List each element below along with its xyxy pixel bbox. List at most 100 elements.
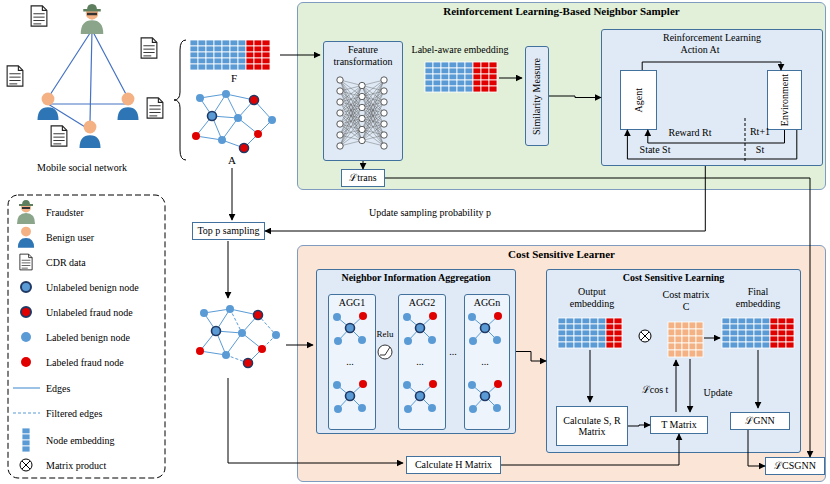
embedding-cell xyxy=(238,64,246,70)
legend-symbols xyxy=(22,461,30,469)
embedding-cell xyxy=(778,342,786,348)
embedding-cell xyxy=(238,40,246,46)
embedding-cell xyxy=(481,80,489,86)
embedding-cell xyxy=(696,343,703,350)
graph-edge xyxy=(230,309,258,315)
embedding-cell xyxy=(190,52,198,58)
embedding-cell xyxy=(489,62,497,68)
process-box: T Matrix xyxy=(650,416,708,434)
embedding-cell xyxy=(682,336,689,343)
graph-node xyxy=(222,90,230,98)
graph-node xyxy=(416,324,425,333)
embedding-cell xyxy=(770,336,778,342)
neuron xyxy=(337,110,343,116)
neural-link xyxy=(340,119,362,125)
signal-label: Rt+1 xyxy=(750,126,770,138)
embedding-cell xyxy=(590,318,598,324)
embedding-cell xyxy=(668,343,675,350)
embedding-cell xyxy=(754,324,762,330)
neuron xyxy=(381,99,387,105)
graph-edge xyxy=(204,309,230,313)
embedding-cell xyxy=(246,52,254,58)
embedding-cell xyxy=(262,46,270,52)
embedding-cell xyxy=(489,68,497,74)
embedding-cell xyxy=(449,80,457,86)
neural-link xyxy=(362,108,384,125)
embedding-cell xyxy=(246,64,254,70)
neural-link xyxy=(340,124,362,130)
graph-node xyxy=(359,312,367,320)
embedding-cell xyxy=(668,329,675,336)
embedding-cell xyxy=(746,330,754,336)
connector xyxy=(628,425,650,426)
graph-edge xyxy=(472,317,485,328)
embedding-cell xyxy=(614,324,622,330)
embedding-cell xyxy=(722,318,730,324)
embedding-cell xyxy=(730,342,738,348)
embedding-cell xyxy=(457,74,465,80)
embedding-cell xyxy=(449,62,457,68)
legend-frame xyxy=(8,195,165,478)
embedding-cell xyxy=(481,74,489,80)
graph-edge xyxy=(473,328,485,341)
embedding-cell xyxy=(682,322,689,329)
neural-link xyxy=(362,86,384,136)
embedding-cell xyxy=(465,62,473,68)
node-text: AGGn xyxy=(474,297,501,309)
graph-edge xyxy=(196,136,222,140)
neural-link xyxy=(340,97,362,125)
legend-text: CDR data xyxy=(46,257,86,268)
embedding-cell xyxy=(778,318,786,324)
neural-link xyxy=(340,80,362,119)
embedding-cell xyxy=(22,440,30,446)
graph-node xyxy=(428,404,436,412)
embedding-cell xyxy=(590,330,598,336)
neural-link xyxy=(362,119,384,147)
wires xyxy=(745,118,746,162)
embedding-cell xyxy=(574,318,582,324)
graph-edge xyxy=(200,331,216,351)
neural-link xyxy=(362,102,384,141)
embedding-cell xyxy=(675,350,682,357)
legend-text: Filtered edges xyxy=(46,408,102,419)
node-text: T Matrix xyxy=(661,419,697,431)
neural-link xyxy=(340,86,362,92)
graph-edge xyxy=(216,331,226,355)
embedding-cell xyxy=(473,68,481,74)
module-box: Neighbor Information AggregationAGG1AGG2… xyxy=(316,269,516,434)
social-network xyxy=(31,6,47,26)
graph-node xyxy=(234,114,242,122)
graph-edge xyxy=(258,120,272,134)
wires xyxy=(286,345,313,346)
embedding-cell xyxy=(246,40,254,46)
graph-edge xyxy=(485,316,498,328)
embedding-cell xyxy=(222,52,230,58)
embedding-cell xyxy=(614,342,622,348)
embedding-cell xyxy=(190,58,198,64)
embedding-cell xyxy=(246,46,254,52)
edge-label: State St xyxy=(638,144,673,156)
ellipsis: ... xyxy=(416,356,424,368)
legend-symbols xyxy=(21,282,31,292)
neural-link xyxy=(362,97,384,103)
neural-link xyxy=(340,80,362,130)
annotation: Output embedding xyxy=(562,286,622,309)
neuron xyxy=(359,82,365,88)
node-text: ℒCSGNN xyxy=(774,460,816,472)
graph-node xyxy=(196,347,204,355)
embedding-cell xyxy=(214,46,222,52)
graph-edge xyxy=(337,385,350,396)
embedding-cell xyxy=(762,342,770,348)
embedding-cell xyxy=(441,74,449,80)
legend-text: Benign user xyxy=(46,232,94,243)
graph-node xyxy=(208,112,217,121)
module-box: Feature transformation xyxy=(323,41,403,161)
graph-edge xyxy=(212,94,226,116)
social-network xyxy=(81,4,104,34)
neural-link xyxy=(340,130,362,147)
embedding-cell xyxy=(214,64,222,70)
embedding-cell xyxy=(262,52,270,58)
embedding-cell xyxy=(214,58,222,64)
embedding-cell xyxy=(254,58,262,64)
